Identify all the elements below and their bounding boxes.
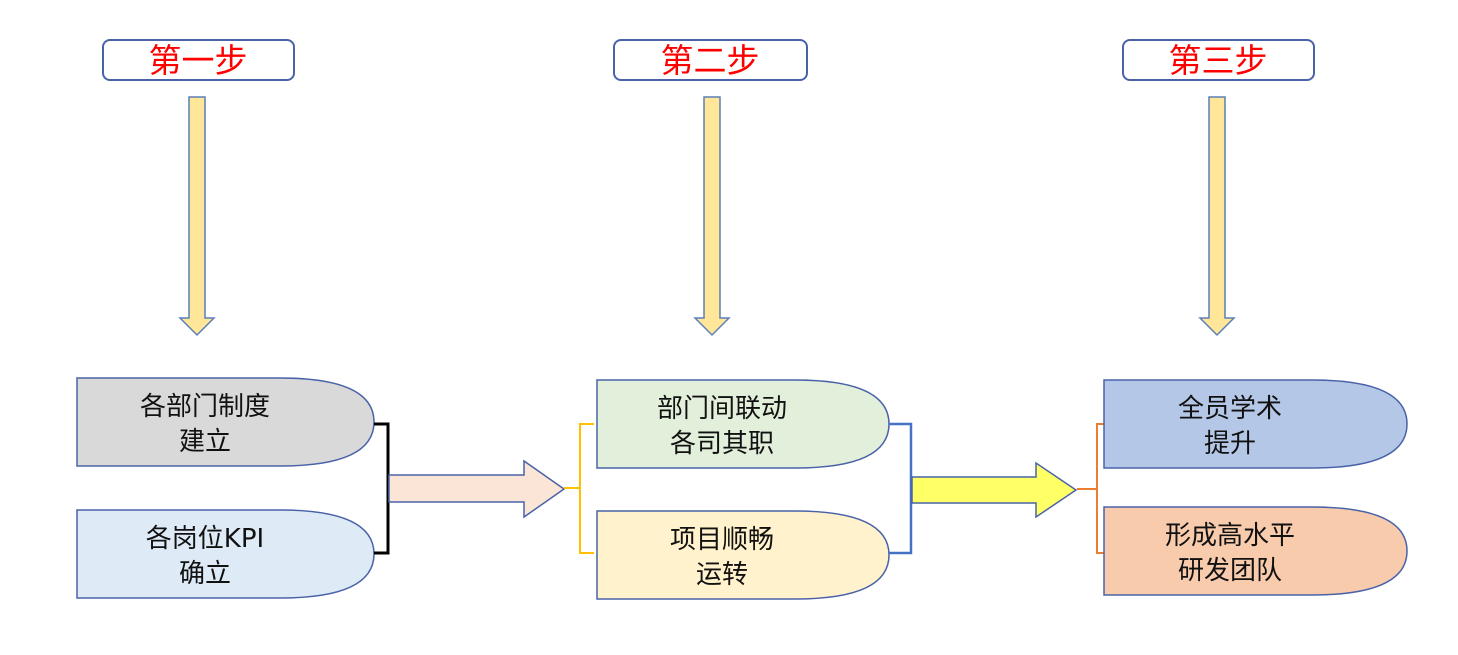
stage2-box-2: 项目顺畅 运转 xyxy=(596,510,890,600)
step-2-label: 第二步 xyxy=(661,41,760,80)
stage1-box-1: 各部门制度 建立 xyxy=(76,377,375,467)
stage1-box-2: 各岗位KPI 确立 xyxy=(76,509,375,599)
step-3: 第三步 xyxy=(1122,39,1315,81)
down-arrow-2 xyxy=(693,96,731,337)
step-1-box xyxy=(102,39,295,81)
right-arrow-1 xyxy=(388,459,566,519)
stage1-box-2-line1: 各岗位KPI xyxy=(146,524,264,554)
step-2-box xyxy=(613,39,808,81)
stage2-left-bracket xyxy=(564,423,594,554)
stage2-box-2-line1: 项目顺畅 xyxy=(670,525,774,555)
step-3-box xyxy=(1122,39,1315,81)
stage1-bracket xyxy=(374,422,390,555)
step-1-label: 第一步 xyxy=(149,41,248,80)
step-1: 第一步 xyxy=(102,39,295,81)
stage3-box-2-line2: 研发团队 xyxy=(1178,556,1282,586)
down-arrow-3 xyxy=(1198,96,1236,337)
stage3-left-bracket xyxy=(1077,423,1108,554)
stage2-box-1: 部门间联动 各司其职 xyxy=(596,379,890,469)
step-3-label: 第三步 xyxy=(1169,41,1268,80)
stage2-box-1-line2: 各司其职 xyxy=(670,429,774,459)
stage2-right-bracket xyxy=(889,422,913,555)
stage1-box-2-line2: 确立 xyxy=(179,559,231,589)
stage3-box-1-line2: 提升 xyxy=(1204,429,1256,459)
stage1-box-1-line2: 建立 xyxy=(179,427,231,457)
step-2: 第二步 xyxy=(613,39,808,81)
stage3-box-2: 形成高水平 研发团队 xyxy=(1103,506,1408,596)
stage3-box-1-line1: 全员学术 xyxy=(1178,394,1282,424)
stage3-box-2-line1: 形成高水平 xyxy=(1165,521,1295,551)
stage2-box-1-line1: 部门间联动 xyxy=(657,394,787,424)
stage1-box-1-line1: 各部门制度 xyxy=(140,392,270,422)
stage3-box-1: 全员学术 提升 xyxy=(1103,379,1408,469)
right-arrow-2 xyxy=(911,461,1078,519)
stage2-box-2-line2: 运转 xyxy=(696,560,748,590)
down-arrow-1 xyxy=(178,96,216,337)
